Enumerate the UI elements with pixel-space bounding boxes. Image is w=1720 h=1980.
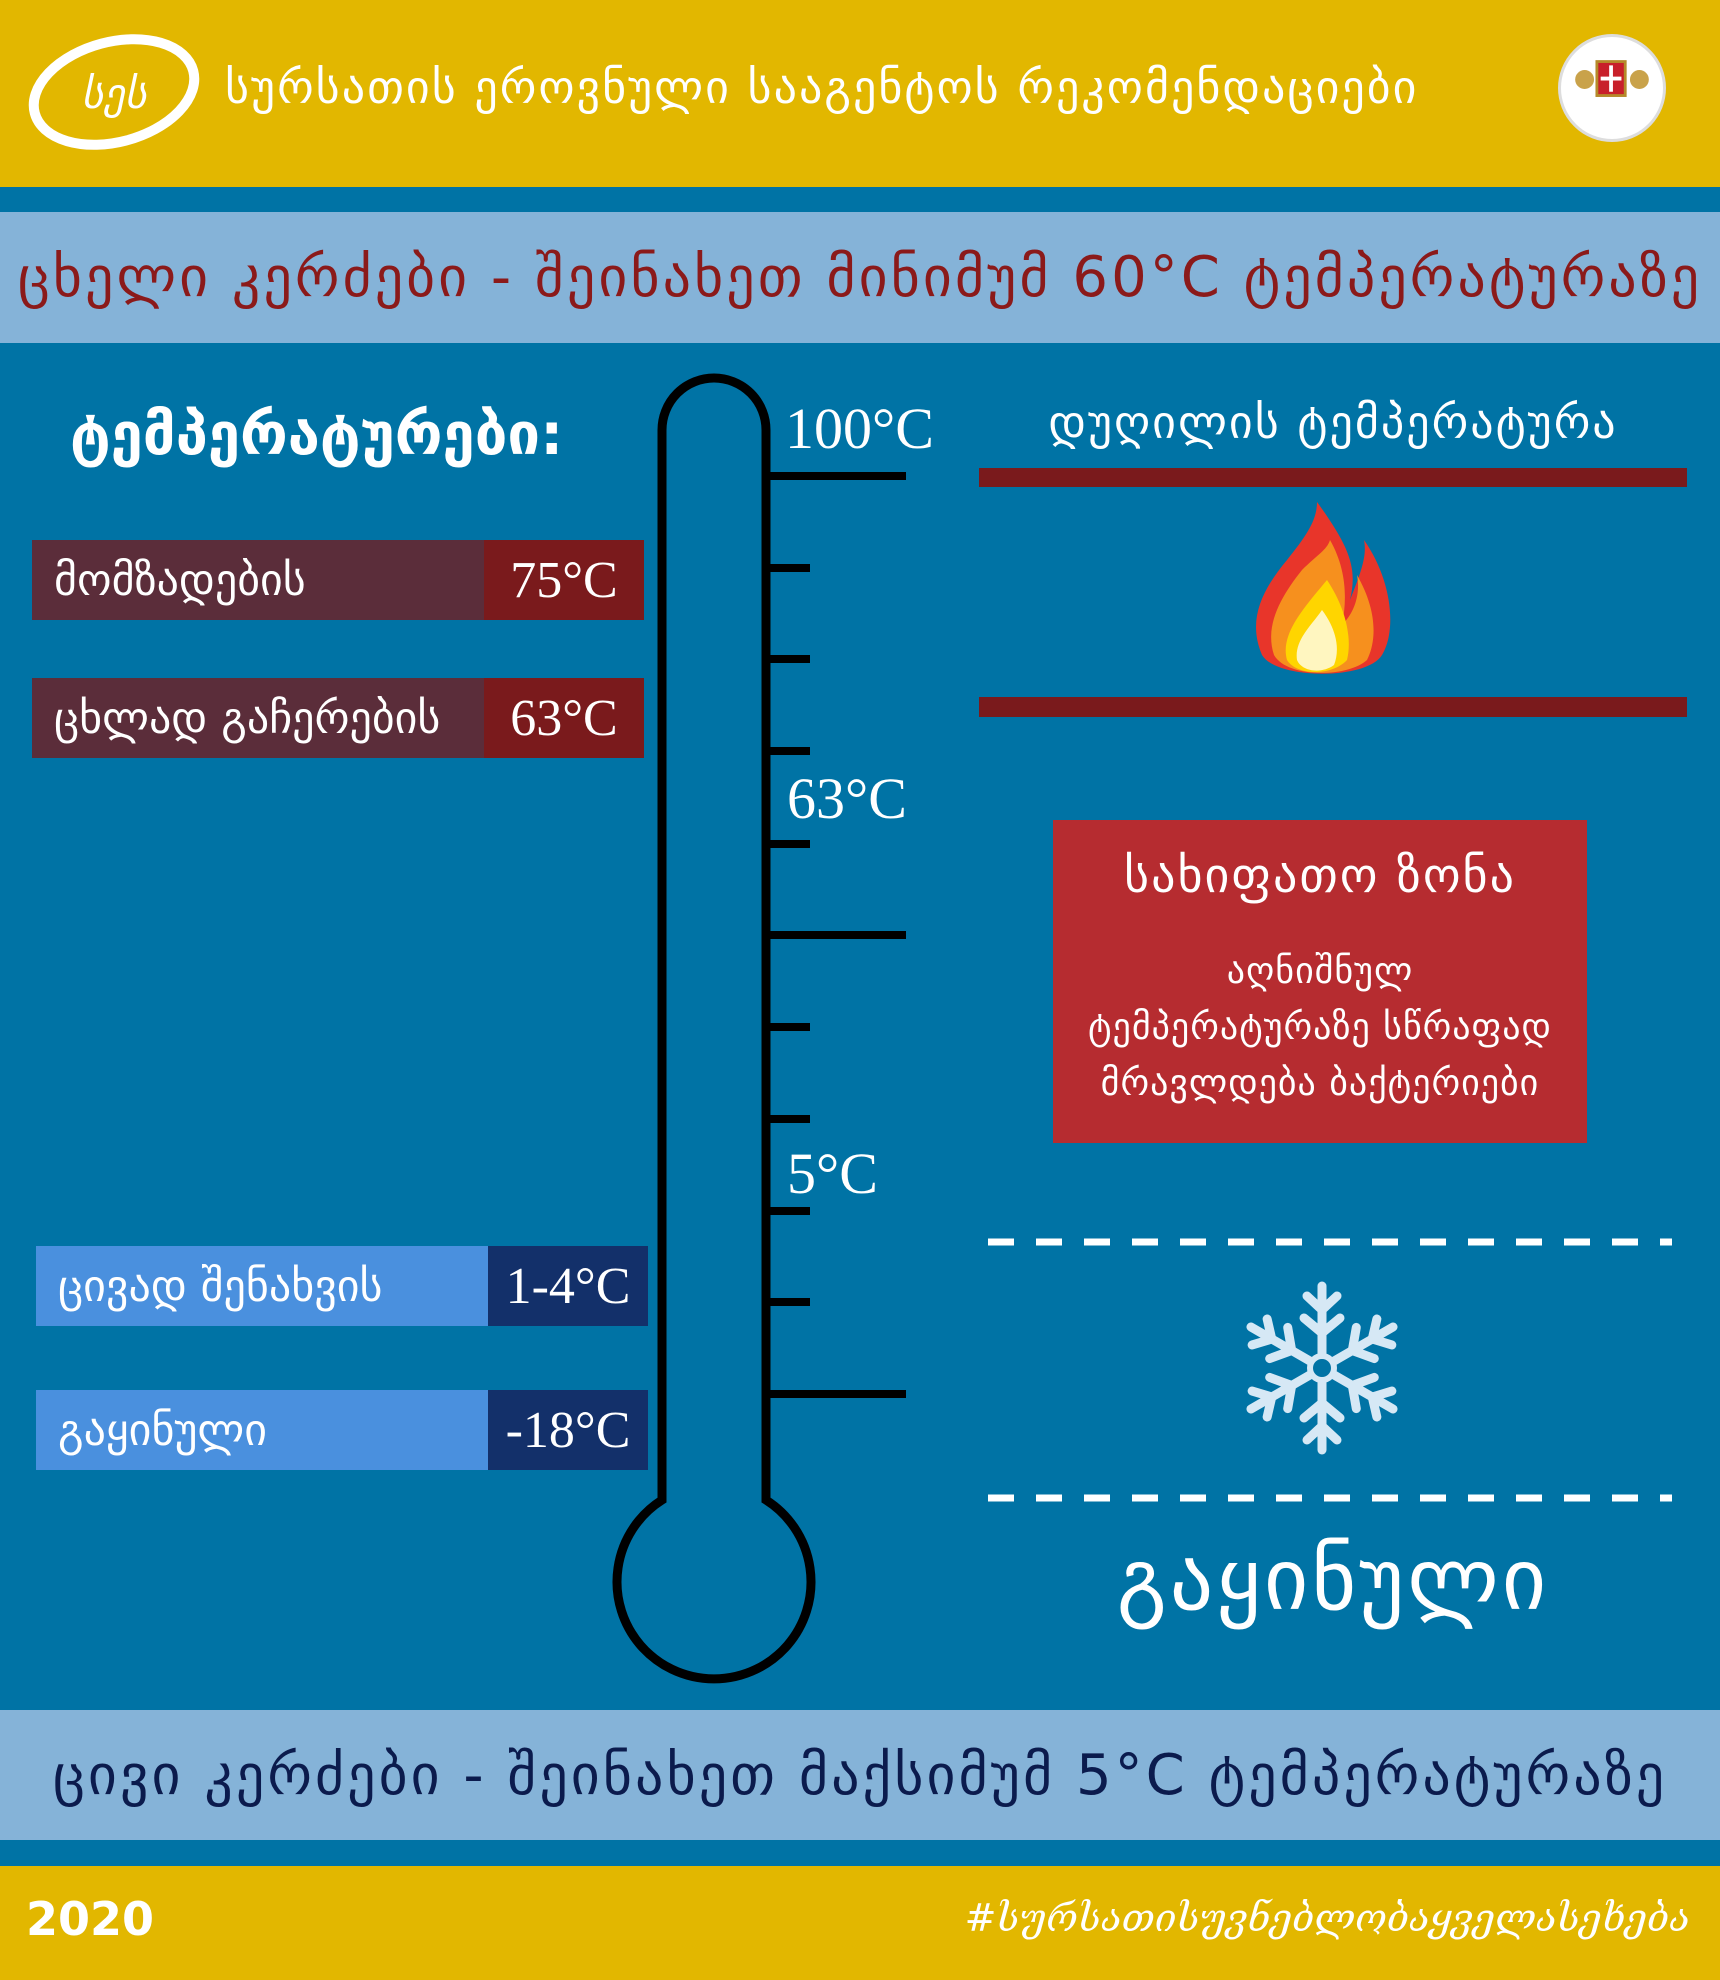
- temp-row-cooking: მომზადების 75°C: [32, 540, 644, 620]
- header: [0, 0, 1720, 187]
- danger-line: მრავლდება ბაქტერიები: [1100, 1063, 1540, 1104]
- temp-value: 1-4°C: [488, 1246, 648, 1326]
- divider-bar: [979, 468, 1687, 487]
- cold-food-banner: ცივი კერძები - შეინახეთ მაქსიმუმ 5°C ტემ…: [0, 1710, 1720, 1840]
- temp-value: 75°C: [484, 540, 644, 620]
- hot-food-banner: ცხელი კერძები - შეინახეთ მინიმუმ 60°C ტე…: [0, 212, 1720, 343]
- temp-value: -18°C: [488, 1390, 648, 1470]
- snowflake-icon: [1242, 1281, 1402, 1450]
- nfa-logo: სეს: [28, 34, 200, 150]
- footer-hashtag: #სურსათისუვნებლობაყველასეხება: [964, 1896, 1690, 1940]
- header-title: სურსათის ეროვნული სააგენტოს რეკომენდაციე…: [225, 60, 1419, 114]
- temp-row-cold-storage: ცივად შენახვის 1-4°C: [36, 1246, 648, 1326]
- frozen-title: გაყინული: [1116, 1530, 1550, 1630]
- boiling-title: დუღილის ტემპერატურა: [1048, 395, 1618, 449]
- temp-label: ცხლად გაჩერების: [32, 678, 484, 758]
- svg-text:სეს: სეს: [81, 69, 147, 118]
- fire-icon: [1256, 502, 1391, 674]
- temp-label: ცივად შენახვის: [36, 1246, 488, 1326]
- temp-value: 63°C: [484, 678, 644, 758]
- temp-label: გაყინული: [36, 1390, 488, 1470]
- danger-zone-title: სახიფათო ზონა: [1124, 848, 1516, 904]
- temperatures-title: ტემპერატურები:: [70, 400, 564, 468]
- ministry-seal: [1558, 34, 1666, 142]
- divider-bar: [979, 697, 1687, 717]
- footer: [0, 1866, 1720, 1980]
- danger-zone-text: აღნიშნულ ტემპერატურაზე სწრაფად მრავლდება…: [1053, 944, 1587, 1112]
- thermo-label-100: 100°C: [785, 396, 934, 461]
- danger-line: ტემპერატურაზე სწრაფად: [1088, 1007, 1552, 1048]
- thermo-label-5: 5°C: [787, 1141, 878, 1206]
- danger-zone-box: სახიფათო ზონა აღნიშნულ ტემპერატურაზე სწრ…: [1053, 820, 1587, 1143]
- danger-line: აღნიშნულ: [1226, 951, 1414, 992]
- temp-label: მომზადების: [32, 540, 484, 620]
- thermo-label-63: 63°C: [787, 766, 907, 831]
- footer-year: 2020: [26, 1892, 155, 1946]
- temp-row-frozen: გაყინული -18°C: [36, 1390, 648, 1470]
- temp-row-hot-holding: ცხლად გაჩერების 63°C: [32, 678, 644, 758]
